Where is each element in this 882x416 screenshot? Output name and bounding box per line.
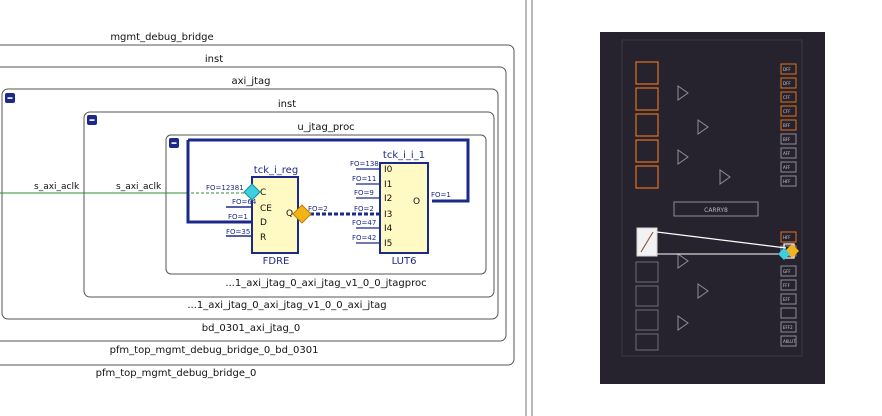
slice-label: DFF [783,81,791,86]
slice-column-left[interactable] [635,261,659,351]
hier-box-axi-jtag[interactable] [1,88,499,320]
lut6-pin-i3: I3 [384,210,392,220]
hier-label-inst-outer: inst [205,54,223,65]
fdre-pin-q: Q [286,209,293,219]
carry8-label: CARRY8 [704,207,728,214]
cell-lut6[interactable] [379,162,429,254]
hier-footer-jtagproc: ...1_axi_jtag_0_axi_jtag_v1_0_0_jtagproc [225,278,426,289]
mux-triangles [677,85,731,331]
panel-splitter-left[interactable] [525,0,527,416]
lut6-pin-i2: I2 [384,194,392,204]
net-label-s-axi-aclk-outer: s_axi_aclk [34,182,80,192]
lut6-pin-i1: I1 [384,180,392,190]
highlight-marker-q-pin[interactable] [292,204,312,224]
hier-box-u-jtag-proc[interactable] [165,134,487,275]
cell-fdre[interactable] [251,176,299,254]
fdre-type: FDRE [263,256,290,267]
lut6-type: LUT6 [392,256,417,267]
collapse-icon[interactable] [5,93,15,103]
hier-label-mgmt-debug-bridge: mgmt_debug_bridge [110,32,213,43]
slice-label: GFF [783,269,791,274]
hier-box-mgmt-debug-bridge[interactable] [0,44,515,366]
slice-column-right[interactable] [780,63,797,347]
lut6-instance-name: tck_i_i_1 [383,150,425,161]
fdre-fo-d: FO=1 [228,213,248,221]
hier-footer-debug-bridge: pfm_top_mgmt_debug_bridge_0 [96,368,257,379]
fdre-fo-r: FO=35 [226,228,250,236]
fdre-pin-r: R [260,233,266,243]
net-label-s-axi-aclk-inner: s_axi_aclk [116,182,162,192]
lut6-pin-i0: I0 [384,165,393,175]
hier-footer-bd-0301: pfm_top_mgmt_debug_bridge_0_bd_0301 [110,345,319,356]
hier-box-inst-outer[interactable] [0,66,507,342]
slice-label: BFF [783,137,791,142]
collapse-icon[interactable] [87,115,97,125]
lut6-pin-o: O [413,197,420,207]
slice-label: EFF2 [783,325,793,330]
slice-label: DFF [783,67,791,72]
fdre-fo-ce: FO=64 [232,198,257,206]
slice-label: A6LUT [783,339,796,344]
device-view[interactable]: CARRY8 DFF DFF CFF CFF BFF [600,32,825,384]
hier-label-u-jtag-proc: u_jtag_proc [297,122,354,133]
slice-column-left-highlighted[interactable] [635,61,659,189]
hier-footer-bd-axi-jtag: bd_0301_axi_jtag_0 [202,323,301,334]
lut6-pin-i4: I4 [384,224,393,234]
slice-label: AFF [783,151,791,156]
lut6-input-stubs [356,168,380,244]
fdre-fo-c: FO=12381 [206,184,244,192]
net-feedback-loop[interactable] [186,138,470,224]
lut6-fo-i3: FO=2 [354,205,374,213]
hier-box-inst-inner[interactable] [83,111,495,298]
lut6-fo-i4: FO=47 [352,219,376,227]
lut6-fo-i5: FO=42 [352,234,376,242]
slice-label: CFF [783,109,791,114]
slice-label: AFF [783,165,791,170]
selected-lut[interactable] [636,227,658,257]
highlight-marker-clock-pin[interactable] [243,183,261,201]
fdre-pin-ce: CE [260,204,272,214]
slice-label: HFF [783,179,791,184]
slice-label: HFF [783,235,791,240]
slice-label: BFF [783,123,791,128]
slice-label: CFF [783,95,791,100]
lut6-fo-i0: FO=138 [350,160,379,168]
lut6-fo-i1: FO=11 [352,175,376,183]
hier-label-axi-jtag: axi_jtag [232,76,271,87]
hier-footer-axi-jtag: ...1_axi_jtag_0_axi_jtag_v1_0_0_axi_jtag [187,300,386,311]
fdre-pin-c: C [260,188,266,198]
slice-label: EFF [783,297,791,302]
carry8-block[interactable] [673,201,759,217]
slice-label: FFF [783,283,791,288]
fdre-instance-name: tck_i_reg [254,165,298,176]
selected-register[interactable] [778,243,799,260]
schematic-view[interactable]: mgmt_debug_bridge inst axi_jtag inst u_j… [0,0,540,416]
collapse-icon[interactable] [169,138,179,148]
fdre-fo-q: FO=2 [308,205,328,213]
route-net-highlight[interactable] [656,231,787,255]
lut6-fo-o: FO=1 [431,191,451,199]
hier-label-inst-inner: inst [278,99,296,110]
lut6-fo-i2: FO=9 [354,189,374,197]
lut6-pin-i5: I5 [384,239,392,249]
fdre-pin-d: D [260,218,267,228]
panel-splitter-right[interactable] [531,0,533,416]
